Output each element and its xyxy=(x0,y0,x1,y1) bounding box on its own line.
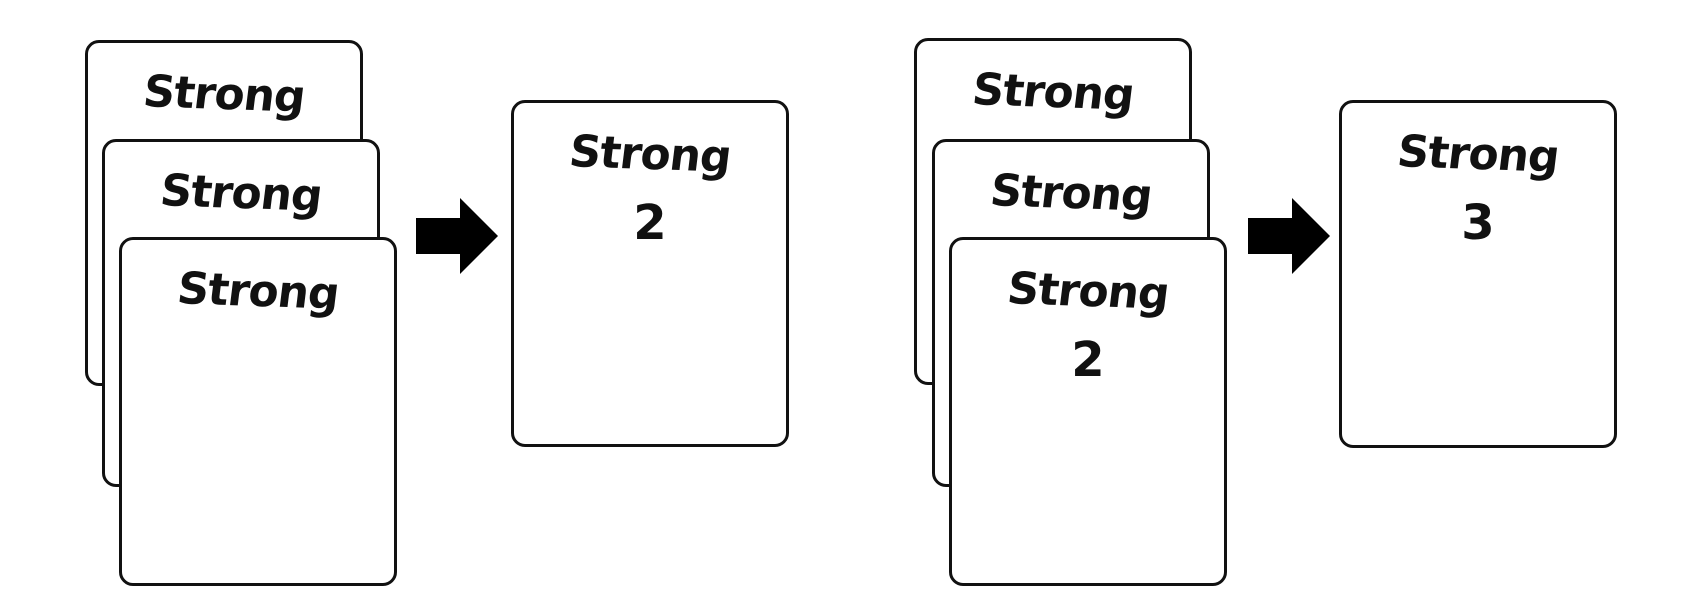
right-arrow-icon xyxy=(416,198,498,274)
card-number: 2 xyxy=(633,195,667,251)
card-number: 3 xyxy=(1461,195,1495,251)
card-word: Strong xyxy=(987,165,1155,222)
card-word: Strong xyxy=(566,126,734,183)
card-word: Strong xyxy=(174,263,342,320)
card-word: Strong xyxy=(1394,126,1562,183)
group1-stack-card-front: Strong xyxy=(119,237,397,586)
card-number: 2 xyxy=(1071,332,1105,388)
card-word: Strong xyxy=(969,64,1137,121)
card-word: Strong xyxy=(157,165,325,222)
card-word: Strong xyxy=(140,66,308,123)
group1-result-card: Strong 2 xyxy=(511,100,789,447)
right-arrow-icon xyxy=(1248,198,1330,274)
group2-result-card: Strong 3 xyxy=(1339,100,1617,448)
card-word: Strong xyxy=(1004,263,1172,320)
group2-stack-card-front: Strong 2 xyxy=(949,237,1227,586)
